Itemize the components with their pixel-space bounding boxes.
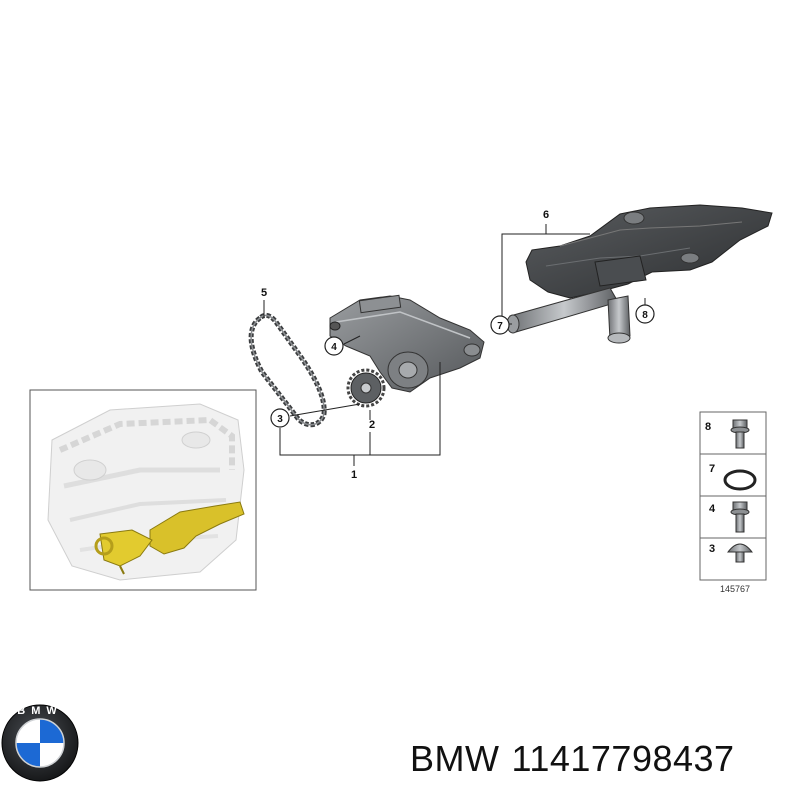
svg-text:BMW: BMW (17, 705, 63, 717)
bmw-logo: BMW (1, 704, 79, 782)
callout-6: 6 (543, 209, 549, 221)
callout-2: 2 (369, 419, 375, 431)
leader-lines (263, 224, 646, 466)
legend-item-8: 8 (705, 419, 750, 449)
drive-chain (248, 312, 327, 428)
hardware-legend: 8 7 4 3 (699, 411, 767, 594)
svg-text:7: 7 (497, 321, 503, 332)
o-ring-icon (723, 469, 757, 491)
svg-text:7: 7 (709, 463, 715, 475)
callout-7: 7 (490, 315, 510, 335)
svg-text:8: 8 (642, 310, 648, 321)
legend-item-7: 7 (709, 463, 757, 491)
svg-text:3: 3 (709, 543, 715, 555)
brand-name: BMW (410, 738, 500, 779)
legend-item-3: 3 (709, 543, 754, 563)
bolt-icon (730, 419, 750, 449)
diagram-ref-number: 145767 (720, 584, 750, 594)
oil-pump (329, 294, 485, 393)
screw-icon (726, 543, 754, 563)
svg-text:4: 4 (709, 503, 716, 515)
sprocket (346, 368, 386, 408)
part-number: 11417798437 (511, 738, 735, 779)
engine-inset (29, 389, 257, 591)
svg-text:3: 3 (277, 414, 283, 425)
callout-4: 4 (324, 336, 344, 356)
callout-5: 5 (261, 287, 267, 299)
part-label: BMW 11417798437 (410, 738, 747, 780)
callout-8: 8 (635, 304, 655, 324)
svg-text:4: 4 (331, 342, 337, 353)
legend-item-4: 4 (709, 501, 750, 533)
callout-1: 1 (351, 469, 357, 481)
oil-pickup-pan (506, 204, 773, 344)
svg-text:8: 8 (705, 421, 711, 433)
callout-3: 3 (270, 408, 290, 428)
bolt-icon (730, 501, 750, 533)
